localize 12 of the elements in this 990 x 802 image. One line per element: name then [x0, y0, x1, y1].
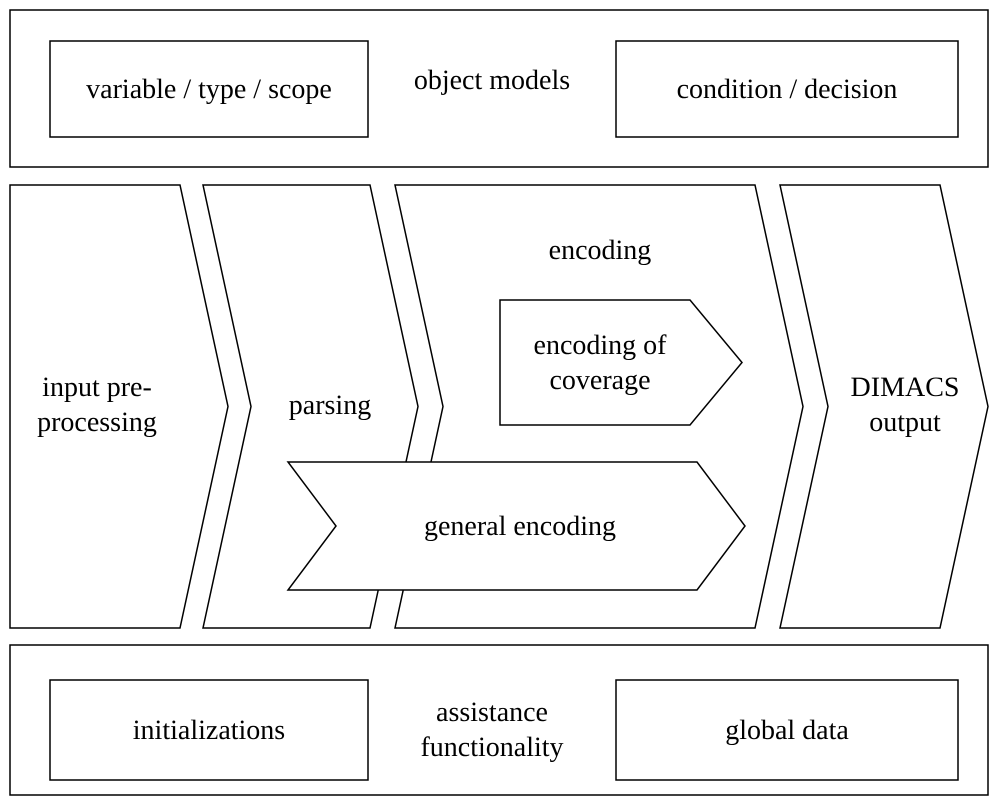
stage-label: encoding [548, 234, 652, 268]
module-label: condition / decision [676, 72, 898, 106]
stage-label: DIMACS output [850, 371, 960, 440]
panel-heading: object models [414, 64, 570, 98]
step-label: encoding of coverage [532, 328, 668, 398]
panel-heading: assistance functionality [419, 696, 565, 765]
module-label: global data [725, 714, 849, 748]
stage-label: parsing [288, 388, 372, 422]
step-label: general encoding [424, 510, 616, 544]
module-label: initializations [132, 714, 286, 748]
module-label: variable / type / scope [86, 72, 332, 106]
stage-label: input pre-processing [36, 371, 158, 440]
